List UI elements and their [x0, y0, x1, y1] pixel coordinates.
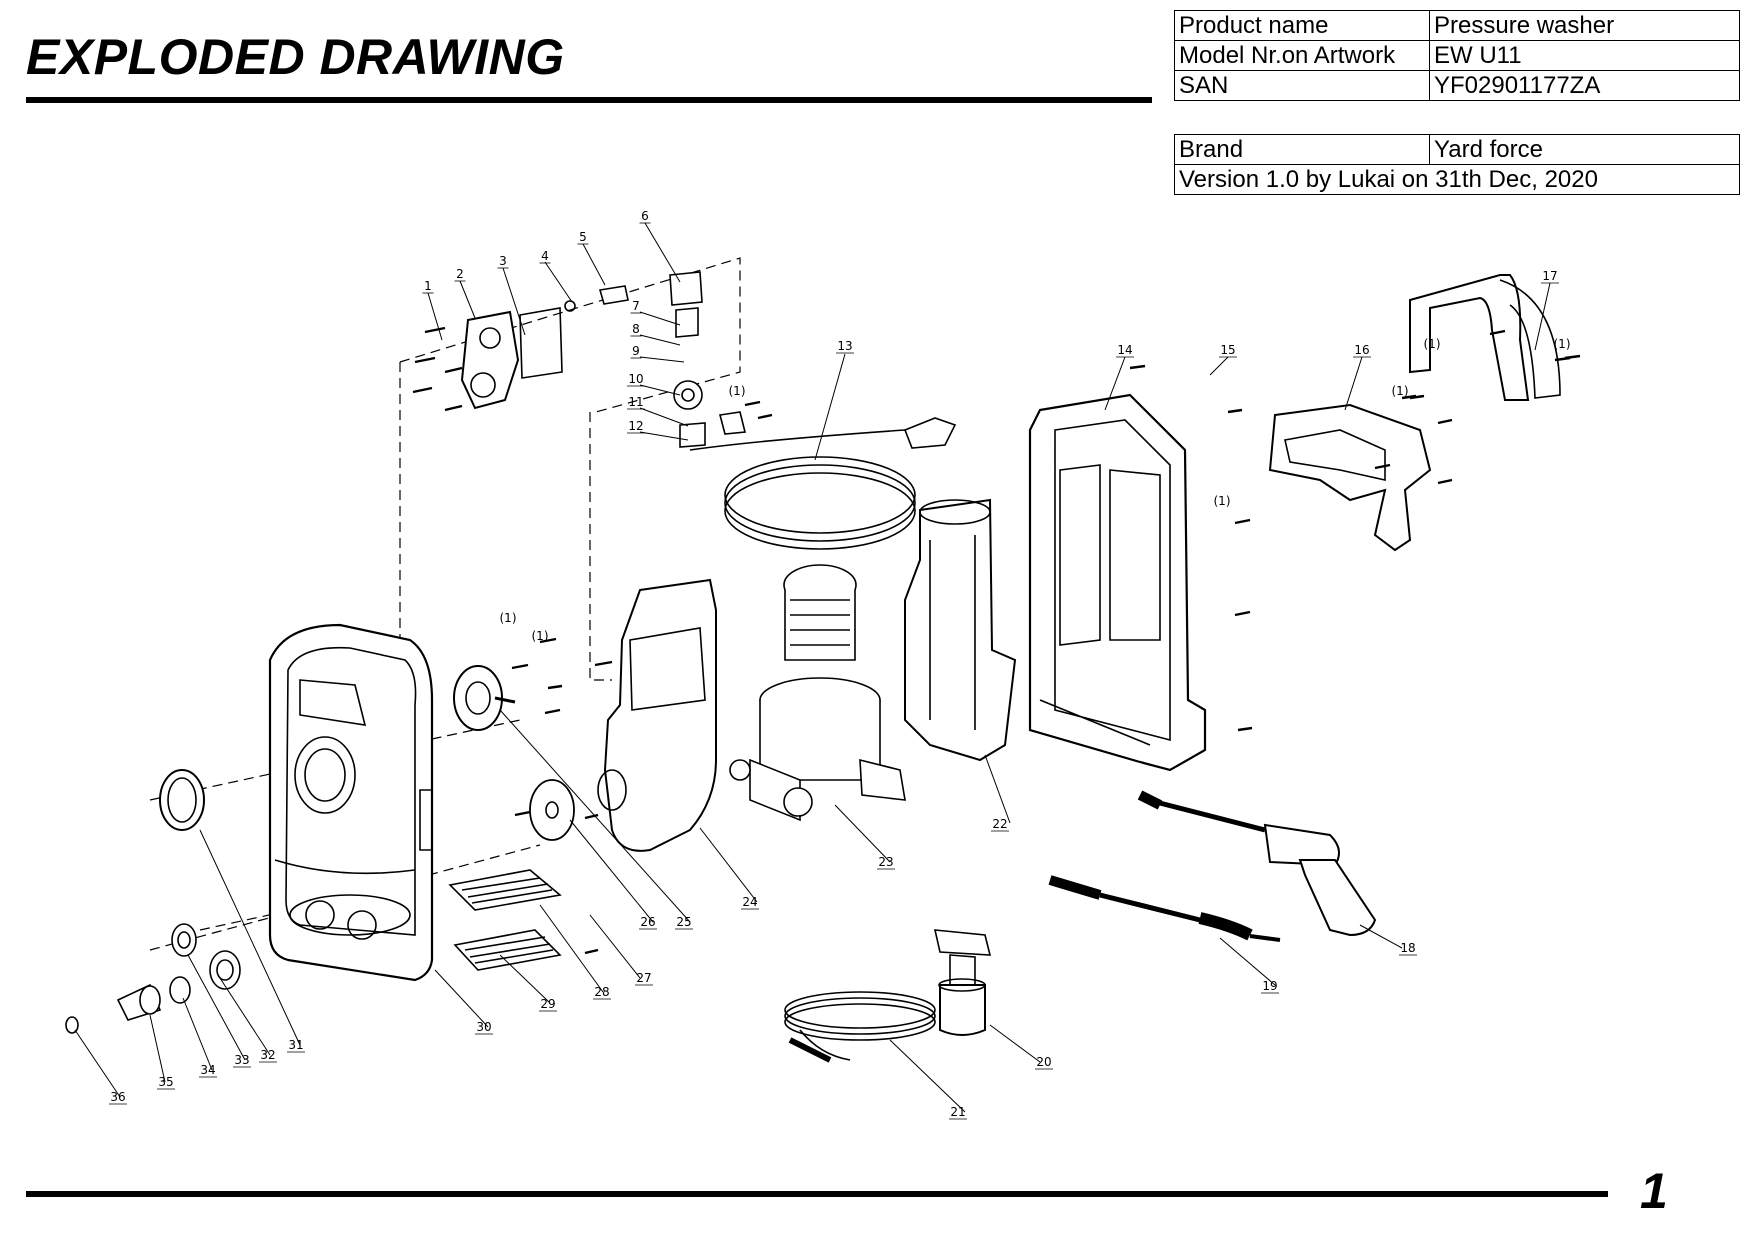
callout-27: 27: [636, 971, 651, 985]
callout-21: 21: [950, 1105, 965, 1119]
callout-7: 7: [632, 299, 640, 313]
callout-26: 26: [640, 915, 655, 929]
screw-parts: [412, 326, 1581, 955]
callout-28: 28: [594, 985, 609, 999]
callout-12: 12: [628, 419, 643, 433]
seal-disc-part: [529, 779, 575, 841]
motor-housing-part: [597, 578, 717, 852]
callout-15: 15: [1220, 343, 1235, 357]
quantity-mark: (1): [1554, 337, 1571, 351]
motor-pump-assembly-part: [729, 564, 906, 822]
motor-shroud-part: [904, 498, 1017, 762]
brand-label: Brand: [1174, 134, 1430, 165]
callout-25: 25: [676, 915, 691, 929]
callout-9: 9: [632, 344, 640, 358]
power-cord-part: [689, 417, 957, 550]
detergent-bottle-part: [933, 929, 992, 1036]
callout-20: 20: [1036, 1055, 1051, 1069]
page-title: EXPLODED DRAWING: [26, 29, 565, 85]
footer-divider: [26, 1191, 1608, 1197]
spray-gun-part: [1137, 790, 1377, 937]
product-name-value: Pressure washer: [1429, 10, 1740, 41]
callout-17: 17: [1542, 269, 1557, 283]
callout-11: 11: [628, 395, 643, 409]
san-label: SAN: [1174, 70, 1430, 101]
quantity-mark: (1): [500, 611, 517, 625]
switch-and-cable-parts: [564, 271, 747, 448]
rear-housing-part: [1028, 393, 1207, 772]
callout-14: 14: [1117, 343, 1132, 357]
callout-22: 22: [992, 817, 1007, 831]
callout-1: 1: [424, 279, 432, 293]
page-number: 1: [1640, 1163, 1668, 1219]
callout-6: 6: [641, 209, 649, 223]
callout-34: 34: [200, 1063, 215, 1077]
callout-29: 29: [540, 997, 555, 1011]
quantity-mark: (1): [1392, 384, 1409, 398]
brand-value: Yard force: [1429, 134, 1740, 165]
title-divider: [26, 97, 1152, 103]
callout-5: 5: [579, 230, 587, 244]
quantity-mark: (1): [729, 384, 746, 398]
callout-18: 18: [1400, 941, 1415, 955]
model-label: Model Nr.on Artwork: [1174, 40, 1430, 71]
high-pressure-hose-part: [784, 991, 936, 1063]
leader-lines: [74, 222, 1551, 1113]
knob-part: [159, 769, 205, 831]
callout-16: 16: [1354, 343, 1369, 357]
accessory-tray-parts: [448, 869, 562, 971]
control-panel-parts: [460, 307, 563, 410]
version-text: Version 1.0 by Lukai on 31th Dec, 2020: [1174, 164, 1740, 195]
quantity-mark: (1): [532, 629, 549, 643]
callout-36: 36: [110, 1090, 125, 1104]
quantity-mark: (1): [1424, 337, 1441, 351]
table-row: Brand Yard force: [1174, 134, 1740, 165]
table-row: Version 1.0 by Lukai on 31th Dec, 2020: [1174, 164, 1740, 195]
callout-8: 8: [632, 322, 640, 336]
callout-19: 19: [1262, 979, 1277, 993]
handle-part: [1409, 274, 1561, 401]
parts-layer: [65, 257, 1581, 1063]
table-row: SAN YF02901177ZA: [1174, 70, 1740, 101]
front-housing-part: [268, 623, 434, 982]
callout-33: 33: [234, 1053, 249, 1067]
callout-13: 13: [837, 339, 852, 353]
inlet-cap-part: [453, 665, 516, 731]
callout-32: 32: [260, 1048, 275, 1062]
side-cover-part: [1268, 403, 1432, 552]
callout-23: 23: [878, 855, 893, 869]
callout-3: 3: [499, 254, 507, 268]
callout-4: 4: [541, 249, 549, 263]
inlet-coupling-parts: [65, 923, 241, 1034]
quantity-mark: (1): [1214, 494, 1231, 508]
product-info-table: Product name Pressure washer Model Nr.on…: [1174, 10, 1740, 101]
callout-30: 30: [476, 1020, 491, 1034]
callout-2: 2: [456, 267, 464, 281]
callout-24: 24: [742, 895, 757, 909]
brand-info-table: Brand Yard force Version 1.0 by Lukai on…: [1174, 134, 1740, 195]
lance-part: [1048, 875, 1281, 942]
product-name-label: Product name: [1174, 10, 1430, 41]
san-value: YF02901177ZA: [1429, 70, 1740, 101]
callout-10: 10: [628, 372, 643, 386]
callout-31: 31: [288, 1038, 303, 1052]
table-row: Product name Pressure washer: [1174, 10, 1740, 41]
callout-35: 35: [158, 1075, 173, 1089]
